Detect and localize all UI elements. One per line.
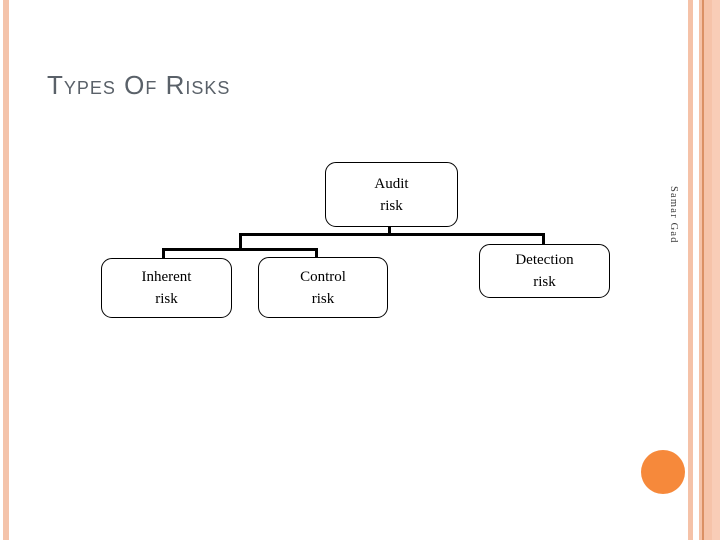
node-detection-risk-line1: Detection [515,252,574,268]
author-vertical-text: Samar Gad [668,186,679,244]
right-edge-stripe-3 [704,0,712,540]
node-audit-risk: Audit risk [325,162,458,227]
connector-inherent-stub [162,251,165,259]
node-audit-risk-line2: risk [380,197,403,214]
connector-sub-horizontal [162,248,318,251]
connector-control-stub [315,251,318,258]
right-edge-stripe-2 [699,0,702,540]
slide-title: Types Of Risks [47,70,231,100]
connector-left-drop [239,233,242,251]
connector-detection-stub [542,236,545,245]
node-control-risk-line2: risk [311,290,335,307]
node-control-risk: Control risk [258,257,388,318]
node-control-risk-line1: Control [300,268,346,285]
node-inherent-risk-line1: Inherent [141,269,192,285]
right-edge-stripe-dark [702,0,704,540]
accent-circle-decoration [641,450,685,494]
node-detection-risk: Detection risk [479,244,610,298]
connector-main-horizontal [239,233,545,236]
node-inherent-risk: Inherent risk [101,258,232,318]
node-detection-risk-line2: risk [533,274,556,290]
connector-root-stub [388,227,391,234]
right-edge-stripe-4 [712,0,720,540]
node-audit-risk-line1: Audit [374,175,409,192]
node-inherent-risk-line2: risk [155,291,178,307]
right-edge-stripe-1 [688,0,693,540]
left-edge-stripe [3,0,9,540]
